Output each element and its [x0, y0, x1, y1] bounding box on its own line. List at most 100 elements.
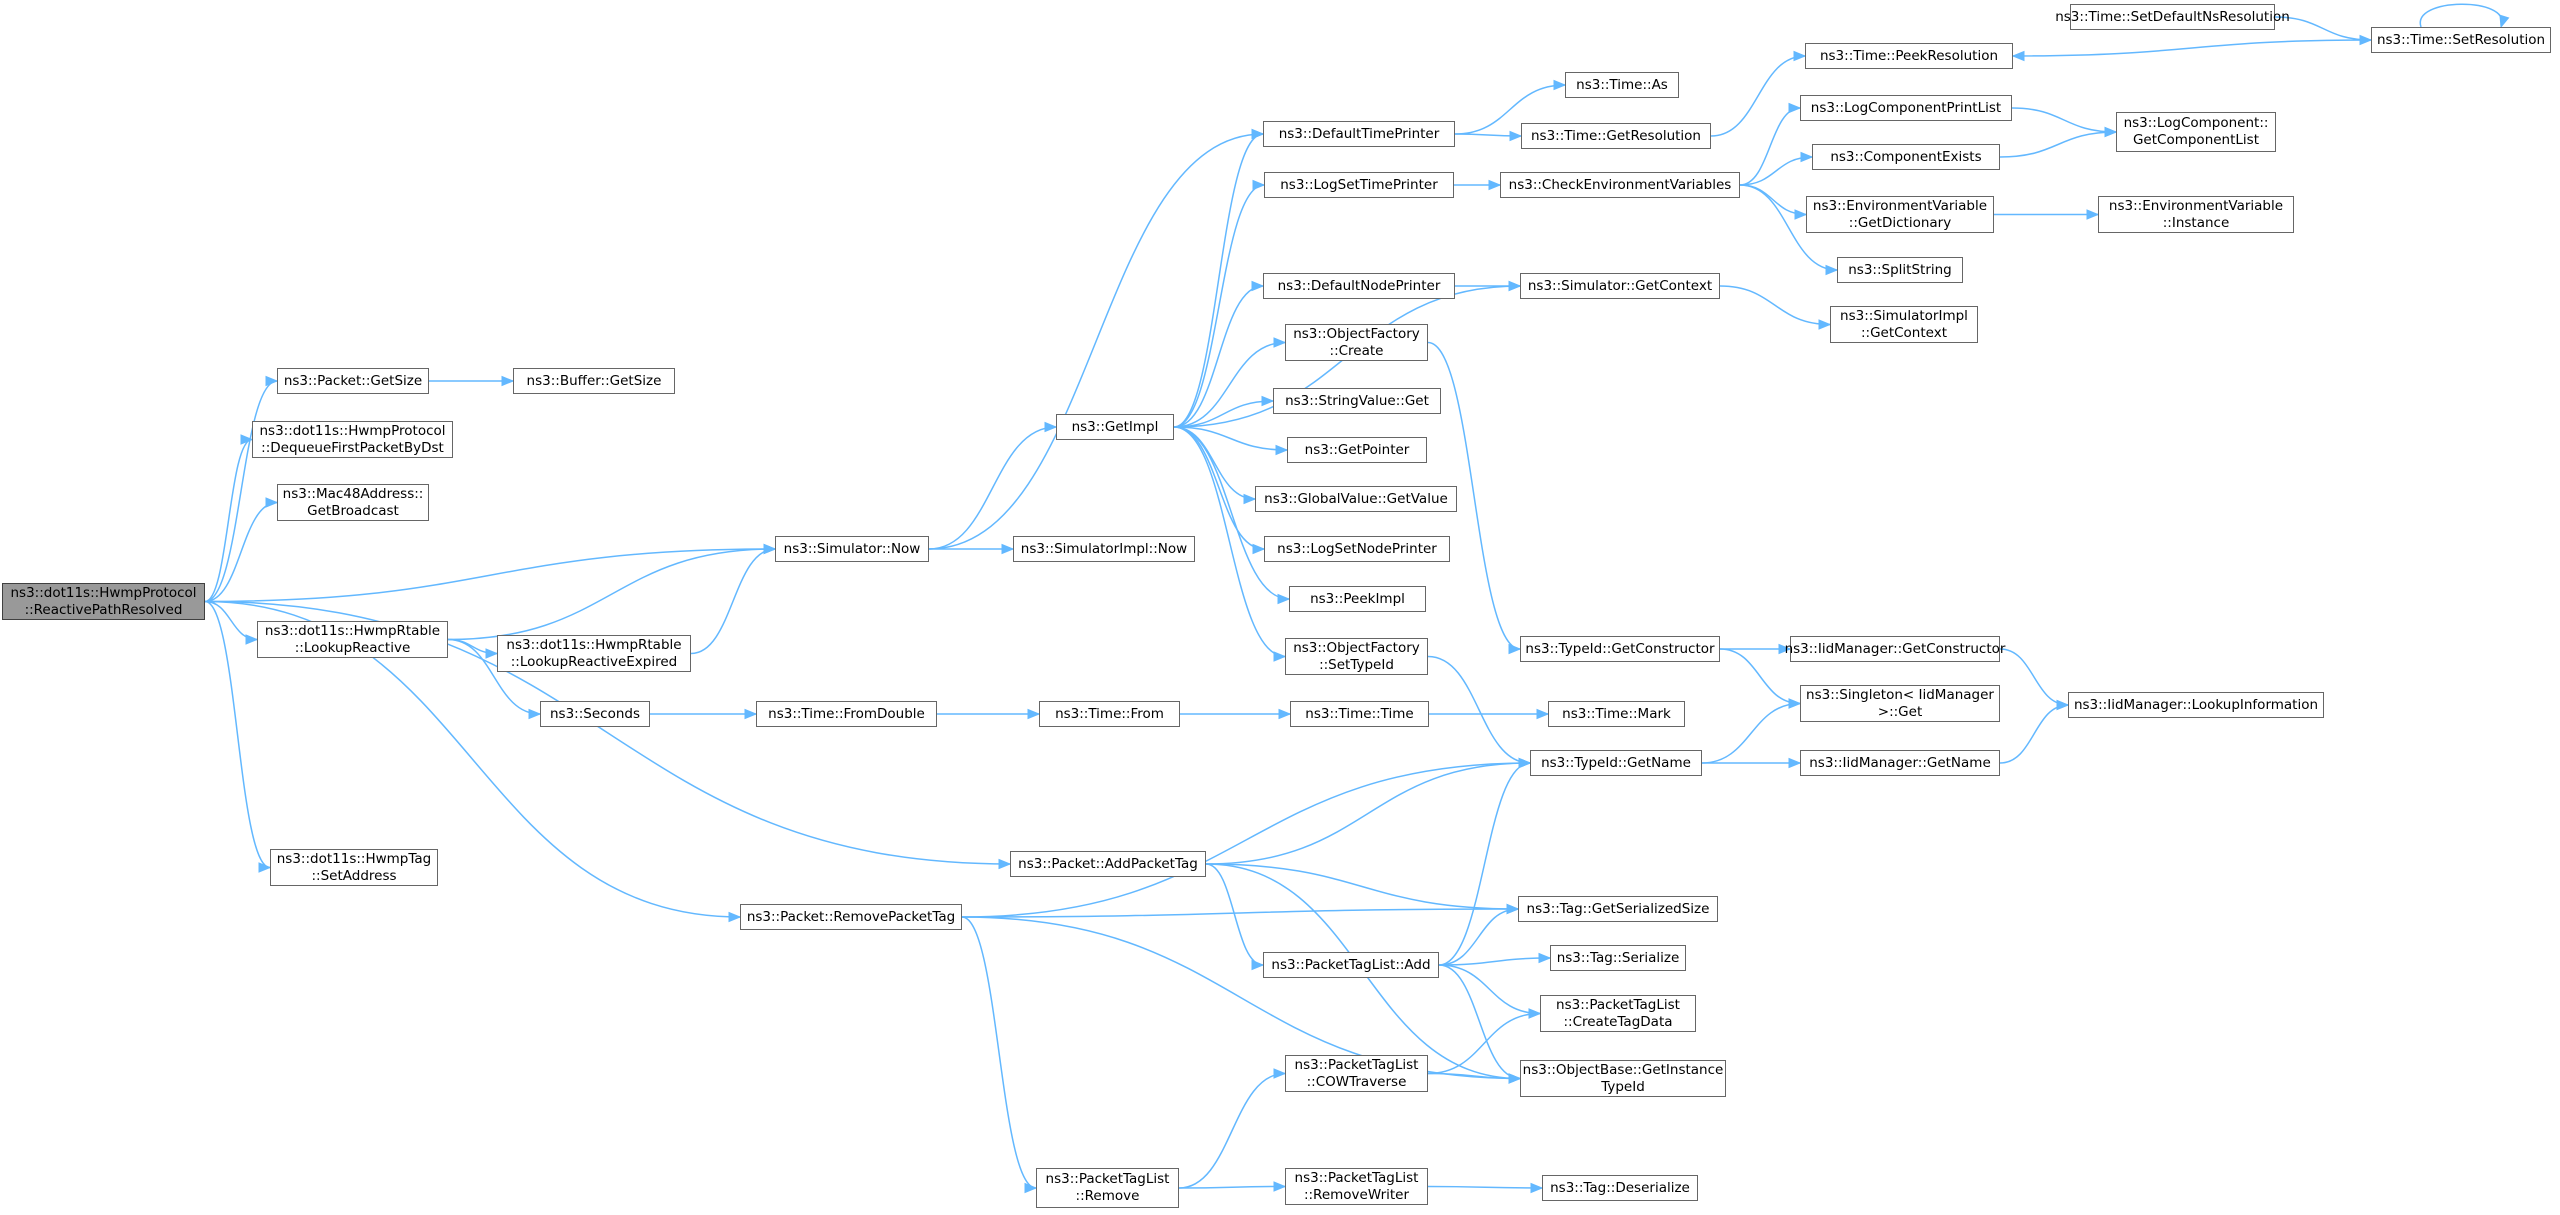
edge-arrowhead	[744, 708, 758, 720]
node-pkt-getsize[interactable]: ns3::Packet::GetSize	[277, 368, 429, 394]
edge-ptl-cowtraverse-to-objbase-gettid	[1427, 1072, 1521, 1080]
node-defaulttimeprinter[interactable]: ns3::DefaultTimePrinter	[1263, 121, 1455, 147]
edge-arrowhead	[1275, 444, 1289, 456]
node-sim-now[interactable]: ns3::Simulator::Now	[775, 536, 929, 562]
node-ptl-add[interactable]: ns3::PacketTagList::Add	[1263, 952, 1439, 978]
node-splitstring[interactable]: ns3::SplitString	[1837, 257, 1963, 283]
node-label: ns3::Simulator::GetContext	[1527, 277, 1713, 294]
node-tag-deserialize[interactable]: ns3::Tag::Deserialize	[1542, 1175, 1698, 1201]
node-logsettimeprinter[interactable]: ns3::LogSetTimePrinter	[1264, 172, 1454, 198]
node-time-peekres[interactable]: ns3::Time::PeekResolution	[1805, 43, 2013, 69]
edge-of-create-to-typeid-getctor	[1427, 341, 1521, 650]
node-lookup-reactive[interactable]: ns3::dot11s::HwmpRtable::LookupReactive	[257, 621, 448, 658]
node-simimpl-now[interactable]: ns3::SimulatorImpl::Now	[1013, 536, 1195, 562]
node-time-mark[interactable]: ns3::Time::Mark	[1548, 701, 1685, 727]
edge-time-getres-to-time-peekres	[1710, 55, 1806, 137]
node-time-setres[interactable]: ns3::Time::SetResolution	[2371, 27, 2551, 53]
edge-arrowhead	[2104, 126, 2118, 138]
node-sim-getcontext[interactable]: ns3::Simulator::GetContext	[1520, 273, 1720, 299]
node-singleton-get[interactable]: ns3::Singleton< IidManager>::Get	[1800, 685, 2000, 722]
node-ptl-remove[interactable]: ns3::PacketTagList::Remove	[1036, 1168, 1179, 1208]
node-logcomp-printlist[interactable]: ns3::LogComponentPrintList	[1800, 95, 2012, 121]
node-iid-lookupinfo[interactable]: ns3::IidManager::LookupInformation	[2068, 692, 2324, 718]
node-ptl-cowtraverse[interactable]: ns3::PacketTagList::COWTraverse	[1285, 1055, 1428, 1092]
node-buf-getsize[interactable]: ns3::Buffer::GetSize	[513, 368, 675, 394]
node-time-time[interactable]: ns3::Time::Time	[1290, 701, 1429, 727]
node-of-create[interactable]: ns3::ObjectFactory::Create	[1285, 324, 1428, 361]
node-dequeue[interactable]: ns3::dot11s::HwmpProtocol::DequeueFirstP…	[252, 421, 453, 458]
node-label: ::CreateTagData	[1563, 1013, 1673, 1030]
edge-addpackettag-to-typeid-getname	[1205, 762, 1531, 865]
node-fromdouble[interactable]: ns3::Time::FromDouble	[756, 701, 937, 727]
edge-arrowhead	[1818, 319, 1832, 330]
node-compexists[interactable]: ns3::ComponentExists	[1812, 144, 2000, 170]
node-time-from[interactable]: ns3::Time::From	[1039, 701, 1180, 727]
node-label: TypeId	[1601, 1078, 1645, 1095]
node-iid-getctor[interactable]: ns3::IidManager::GetConstructor	[1785, 636, 2005, 662]
node-root[interactable]: ns3::dot11s::HwmpProtocol::ReactivePathR…	[2, 583, 205, 620]
node-label: ns3::Singleton< IidManager	[1806, 686, 1994, 703]
node-label: GetComponentList	[2132, 132, 2260, 148]
node-peekimpl[interactable]: ns3::PeekImpl	[1289, 586, 1426, 612]
edge-arrowhead	[1800, 151, 1814, 163]
node-label: ns3::Time::Time	[1305, 705, 1414, 722]
node-simimpl-getcontext[interactable]: ns3::SimulatorImpl::GetContext	[1830, 306, 1978, 343]
node-time-setdefaultns[interactable]: ns3::Time::SetDefaultNsResolution	[2055, 4, 2290, 30]
node-label: ns3::PeekImpl	[1310, 590, 1405, 607]
node-globalvalue-get[interactable]: ns3::GlobalValue::GetValue	[1255, 486, 1457, 512]
edge-arrowhead	[258, 862, 272, 873]
node-ptl-removewriter[interactable]: ns3::PacketTagList::RemoveWriter	[1285, 1168, 1428, 1205]
edge-arrowhead	[1243, 493, 1257, 505]
node-tag-serialize[interactable]: ns3::Tag::Serialize	[1550, 945, 1686, 971]
edge-sim-now-to-defaulttimeprinter	[928, 133, 1264, 550]
node-removepackettag[interactable]: ns3::Packet::RemovePacketTag	[740, 904, 962, 930]
node-stringvalue-get[interactable]: ns3::StringValue::Get	[1273, 388, 1441, 414]
edge-checkenv-to-splitstring	[1739, 184, 1838, 271]
node-label: ns3::EnvironmentVariable	[1812, 197, 1988, 214]
node-time-getres[interactable]: ns3::Time::GetResolution	[1521, 123, 1711, 149]
edge-of-settypeid-to-typeid-getname	[1427, 655, 1531, 764]
edge-arrowhead	[1528, 1008, 1542, 1019]
node-time-as[interactable]: ns3::Time::As	[1565, 72, 1679, 98]
edge-arrowhead	[1508, 643, 1522, 655]
edge-ptl-add-to-typeid-getname	[1438, 762, 1531, 966]
node-label: ::Create	[1329, 342, 1384, 359]
node-label: ns3::Packet::AddPacketTag	[1018, 855, 1198, 872]
node-iid-getname[interactable]: ns3::IidManager::GetName	[1800, 750, 2000, 776]
node-label: ns3::Buffer::GetSize	[526, 372, 662, 389]
edge-checkenv-to-logcomp-printlist	[1739, 107, 1801, 186]
node-label: ns3::Seconds	[550, 705, 640, 722]
node-logsetnodeprinter[interactable]: ns3::LogSetNodePrinter	[1264, 536, 1450, 562]
node-defaultnodeprinter[interactable]: ns3::DefaultNodePrinter	[1263, 273, 1455, 299]
edge-arrowhead	[528, 708, 542, 720]
node-hwmptag[interactable]: ns3::dot11s::HwmpTag::SetAddress	[270, 849, 438, 886]
node-ptl-createtagdata[interactable]: ns3::PacketTagList::CreateTagData	[1540, 995, 1696, 1032]
edge-arrowhead	[1027, 708, 1041, 720]
node-label: ns3::Tag::GetSerializedSize	[1526, 900, 1710, 917]
edge-arrowhead	[1536, 708, 1550, 720]
node-envvar-getdict[interactable]: ns3::EnvironmentVariable::GetDictionary	[1806, 196, 1994, 233]
node-lookup-expired[interactable]: ns3::dot11s::HwmpRtable::LookupReactiveE…	[497, 635, 691, 672]
node-of-settypeid[interactable]: ns3::ObjectFactory::SetTypeId	[1285, 638, 1428, 675]
node-typeid-getname[interactable]: ns3::TypeId::GetName	[1530, 750, 1702, 776]
node-typeid-getctor[interactable]: ns3::TypeId::GetConstructor	[1520, 636, 1720, 662]
edge-root-to-dequeue	[204, 438, 253, 603]
node-seconds[interactable]: ns3::Seconds	[540, 701, 650, 727]
edge-iid-getctor-to-iid-lookupinfo	[1999, 648, 2069, 706]
edge-ptl-add-to-objbase-gettid	[1438, 964, 1521, 1080]
node-envvar-instance[interactable]: ns3::EnvironmentVariable::Instance	[2098, 196, 2294, 233]
node-getimpl[interactable]: ns3::GetImpl	[1056, 414, 1174, 440]
edge-lookup-expired-to-sim-now	[690, 548, 776, 655]
node-label: ::LookupReactive	[294, 639, 411, 656]
node-label: ns3::SimulatorImpl::Now	[1020, 540, 1188, 557]
node-logcomp-getlist[interactable]: ns3::LogComponent::GetComponentList	[2116, 112, 2276, 152]
node-addpackettag[interactable]: ns3::Packet::AddPacketTag	[1010, 851, 1206, 877]
edge-sim-getcontext-to-simimpl-getcontext	[1719, 285, 1831, 326]
node-getpointer[interactable]: ns3::GetPointer	[1287, 437, 1427, 463]
node-tag-getsersize[interactable]: ns3::Tag::GetSerializedSize	[1518, 896, 1718, 922]
node-mac48[interactable]: ns3::Mac48Address::GetBroadcast	[277, 484, 429, 521]
edge-arrowhead	[1278, 708, 1292, 720]
node-checkenv[interactable]: ns3::CheckEnvironmentVariables	[1500, 172, 1740, 198]
